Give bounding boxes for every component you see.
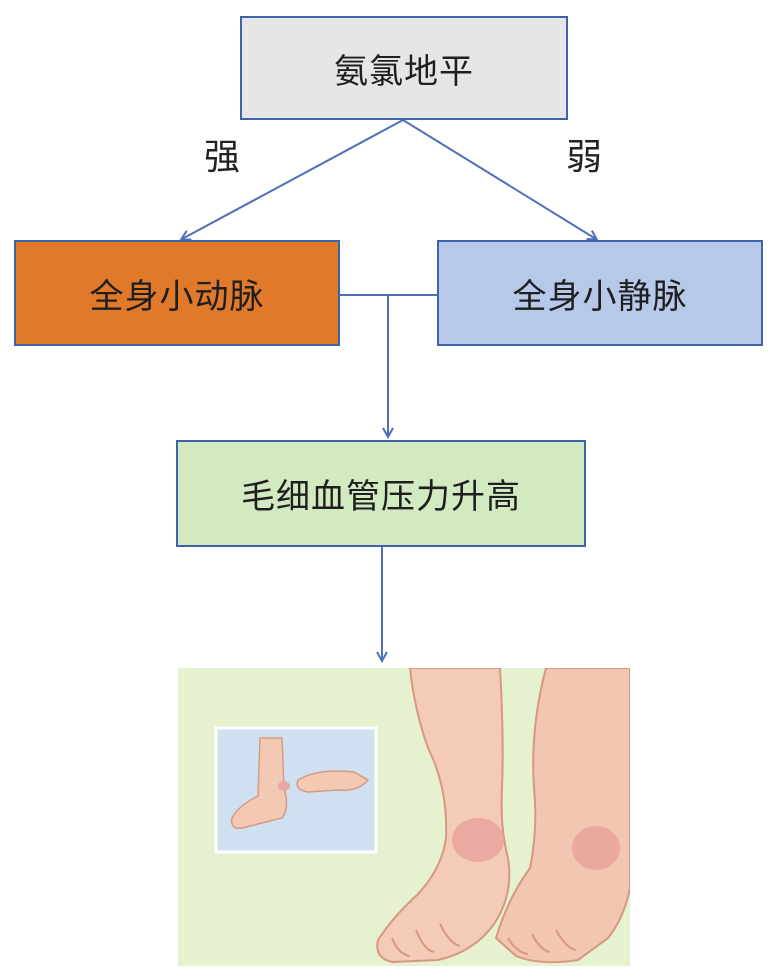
amlodipine-box: 氨氯地平 — [240, 16, 568, 120]
strong-label: 强 — [204, 137, 241, 178]
amlodipine-label: 氨氯地平 — [334, 51, 474, 92]
capillary-pressure-label: 毛细血管压力升高 — [241, 477, 521, 517]
capillary-pressure-box: 毛细血管压力升高 — [176, 440, 586, 547]
weak-label: 弱 — [566, 137, 603, 178]
venule-label: 全身小静脉 — [512, 276, 688, 317]
venule-box: 全身小静脉 — [437, 240, 763, 346]
feet — [376, 668, 630, 964]
finger-press-inset — [214, 726, 378, 854]
arteriole-label: 全身小动脉 — [89, 276, 265, 317]
arteriole-box: 全身小动脉 — [14, 240, 340, 346]
ankle-edema-illustration — [178, 668, 630, 966]
edema-feet-image — [178, 668, 630, 966]
